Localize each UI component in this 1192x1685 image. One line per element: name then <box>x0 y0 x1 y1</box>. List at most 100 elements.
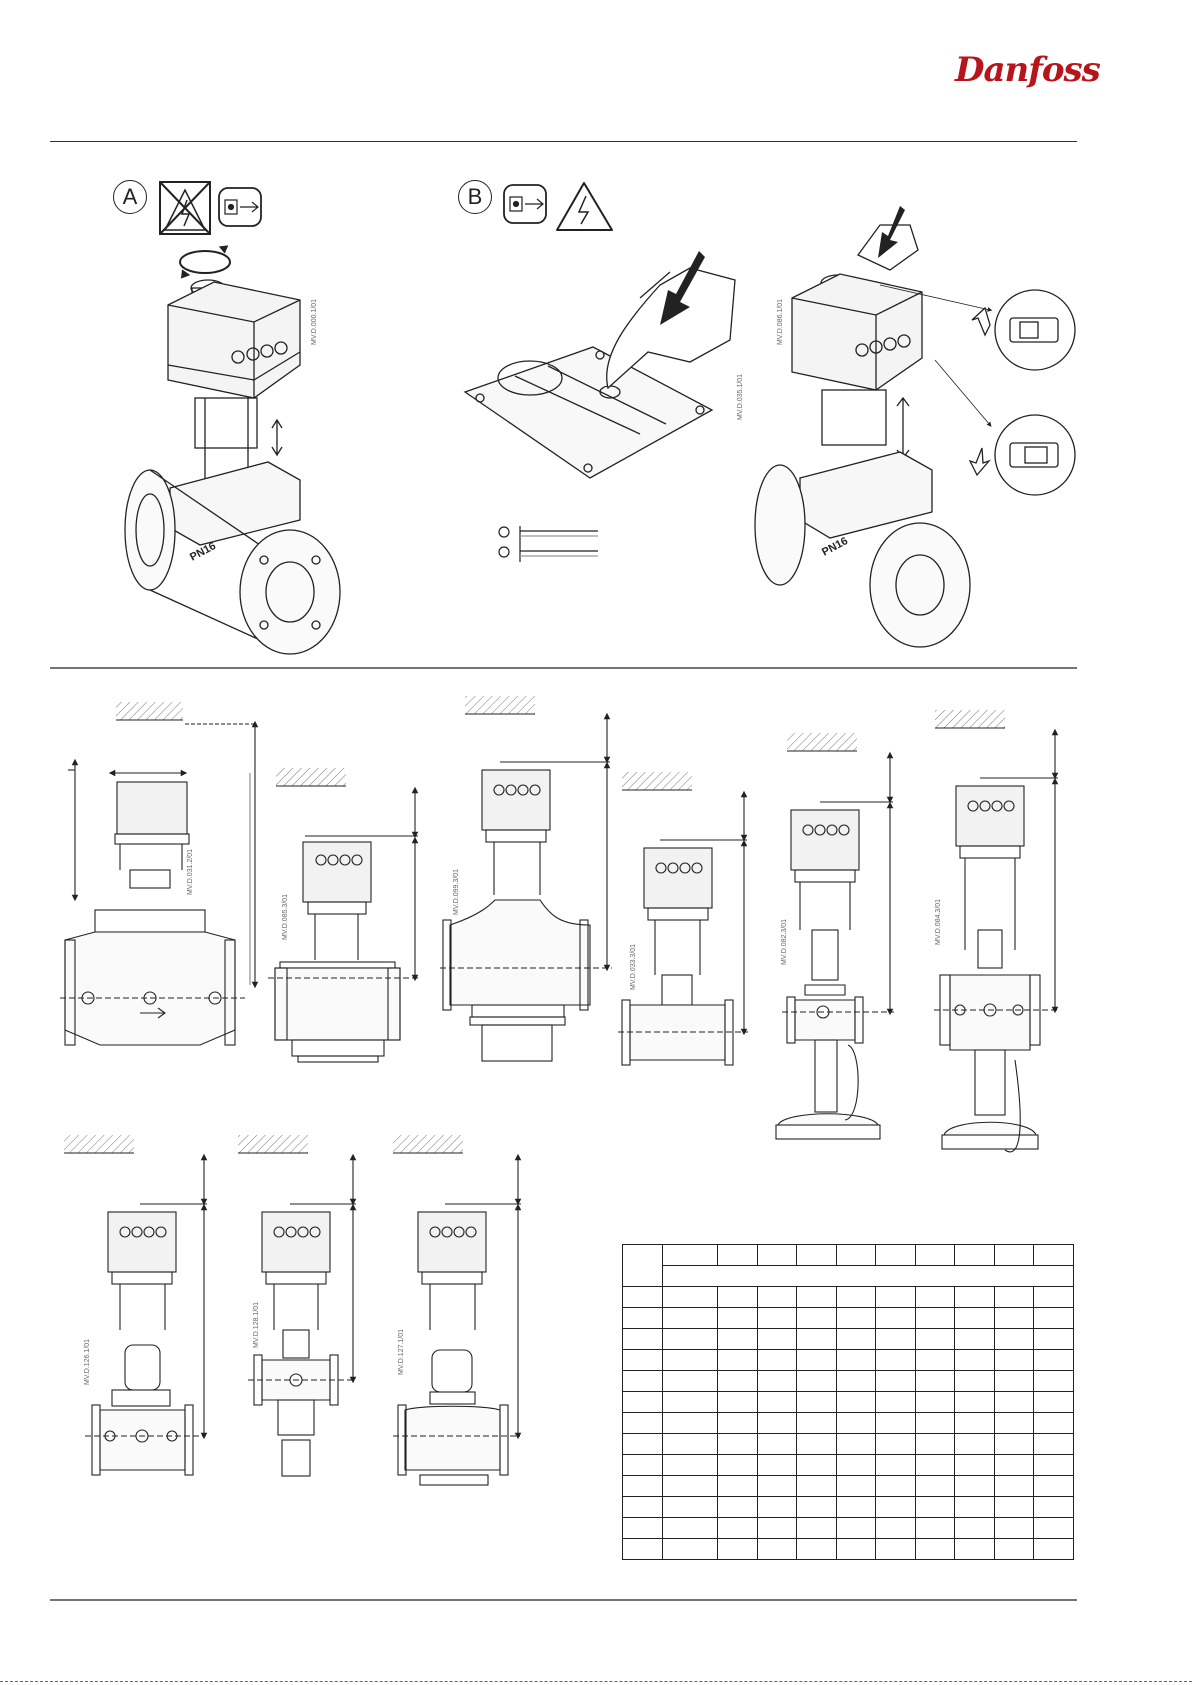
table-cell <box>954 1454 995 1476</box>
table-cell <box>875 1475 916 1497</box>
top-rule <box>50 141 1077 142</box>
press-arrow-b <box>660 251 705 325</box>
table-cell <box>756 1454 798 1476</box>
table-cell <box>835 1391 877 1413</box>
table-cell <box>1033 1244 1074 1266</box>
table-cell <box>914 1307 956 1329</box>
table-cell <box>661 1517 719 1539</box>
table-cell <box>796 1517 837 1539</box>
table-cell <box>835 1412 877 1434</box>
table-cell <box>914 1496 956 1518</box>
table-cell <box>796 1496 837 1518</box>
table-cell <box>954 1412 995 1434</box>
table-cell <box>622 1412 663 1434</box>
table-cell <box>875 1328 916 1350</box>
table-cell <box>954 1328 995 1350</box>
table-cell <box>661 1433 719 1455</box>
table-cell <box>717 1328 758 1350</box>
table-cell <box>717 1538 758 1560</box>
table-cell <box>835 1433 877 1455</box>
table-cell <box>756 1328 798 1350</box>
table-cell <box>914 1538 956 1560</box>
table-cell <box>622 1328 663 1350</box>
table-cell <box>796 1244 837 1266</box>
table-cell <box>796 1391 837 1413</box>
valve-drawing-5 <box>775 733 894 1140</box>
table-cell <box>993 1328 1035 1350</box>
table-cell <box>954 1349 995 1371</box>
table-header-row <box>623 1265 1075 1287</box>
table-cell <box>661 1412 719 1434</box>
table-cell <box>661 1349 719 1371</box>
valve-body-a <box>124 461 341 655</box>
table-cell <box>914 1433 956 1455</box>
table-cell <box>756 1307 798 1329</box>
table-cell <box>993 1412 1035 1434</box>
table-cell <box>661 1496 719 1518</box>
table-cell <box>835 1496 877 1518</box>
table-cell <box>756 1433 798 1455</box>
table-cell <box>914 1244 956 1266</box>
valve-drawing-4 <box>618 772 748 1066</box>
table-cell <box>954 1433 995 1455</box>
table-cell <box>914 1286 956 1308</box>
table-cell <box>875 1307 916 1329</box>
table-cell <box>993 1433 1035 1455</box>
table-cell <box>993 1538 1035 1560</box>
finger-press-b <box>606 267 736 390</box>
table-cell <box>717 1307 758 1329</box>
table-cell <box>661 1475 719 1497</box>
table-cell <box>835 1307 877 1329</box>
table-cell <box>993 1391 1035 1413</box>
table-cell <box>1033 1391 1074 1413</box>
plug-icon-a <box>218 187 262 227</box>
table-cell <box>954 1244 995 1266</box>
table-cell <box>796 1454 837 1476</box>
table-cell <box>875 1433 916 1455</box>
table-cell <box>717 1286 758 1308</box>
table-cell <box>622 1433 663 1455</box>
valve-drawing-3 <box>440 696 612 1062</box>
table-cell <box>914 1454 956 1476</box>
table-row <box>622 1412 1074 1434</box>
valve-drawing-9 <box>393 1135 522 1486</box>
table-cell <box>756 1517 798 1539</box>
table-cell <box>717 1454 758 1476</box>
table-cell <box>835 1370 877 1392</box>
table-cell <box>717 1433 758 1455</box>
valve-drawing-1 <box>60 702 259 1046</box>
table-cell <box>954 1496 995 1518</box>
table-cell <box>717 1412 758 1434</box>
table-cell <box>1033 1370 1074 1392</box>
table-cell <box>661 1370 719 1392</box>
table-cell <box>993 1307 1035 1329</box>
table-cell <box>914 1328 956 1350</box>
table-cell <box>1033 1538 1074 1560</box>
table-cell <box>756 1244 798 1266</box>
table-cell <box>875 1538 916 1560</box>
table-cell <box>796 1412 837 1434</box>
table-cell <box>954 1307 995 1329</box>
table-row <box>622 1454 1074 1476</box>
table-row <box>622 1286 1074 1308</box>
detail-down <box>934 359 1076 496</box>
table-cell <box>993 1496 1035 1518</box>
table-cell <box>756 1391 798 1413</box>
table-cell <box>835 1286 877 1308</box>
table-cell <box>622 1517 663 1539</box>
table-cell <box>875 1391 916 1413</box>
table-cell <box>914 1370 956 1392</box>
table-row <box>622 1433 1074 1455</box>
table-row <box>622 1538 1074 1560</box>
table-cell <box>954 1475 995 1497</box>
no-voltage-icon <box>159 181 211 235</box>
table-cell <box>796 1328 837 1350</box>
table-cell <box>954 1370 995 1392</box>
detail-up <box>879 284 1076 371</box>
table-cell <box>954 1286 995 1308</box>
table-cell <box>954 1538 995 1560</box>
table-cell <box>756 1286 798 1308</box>
table-cell <box>717 1244 758 1266</box>
table-cell <box>914 1391 956 1413</box>
